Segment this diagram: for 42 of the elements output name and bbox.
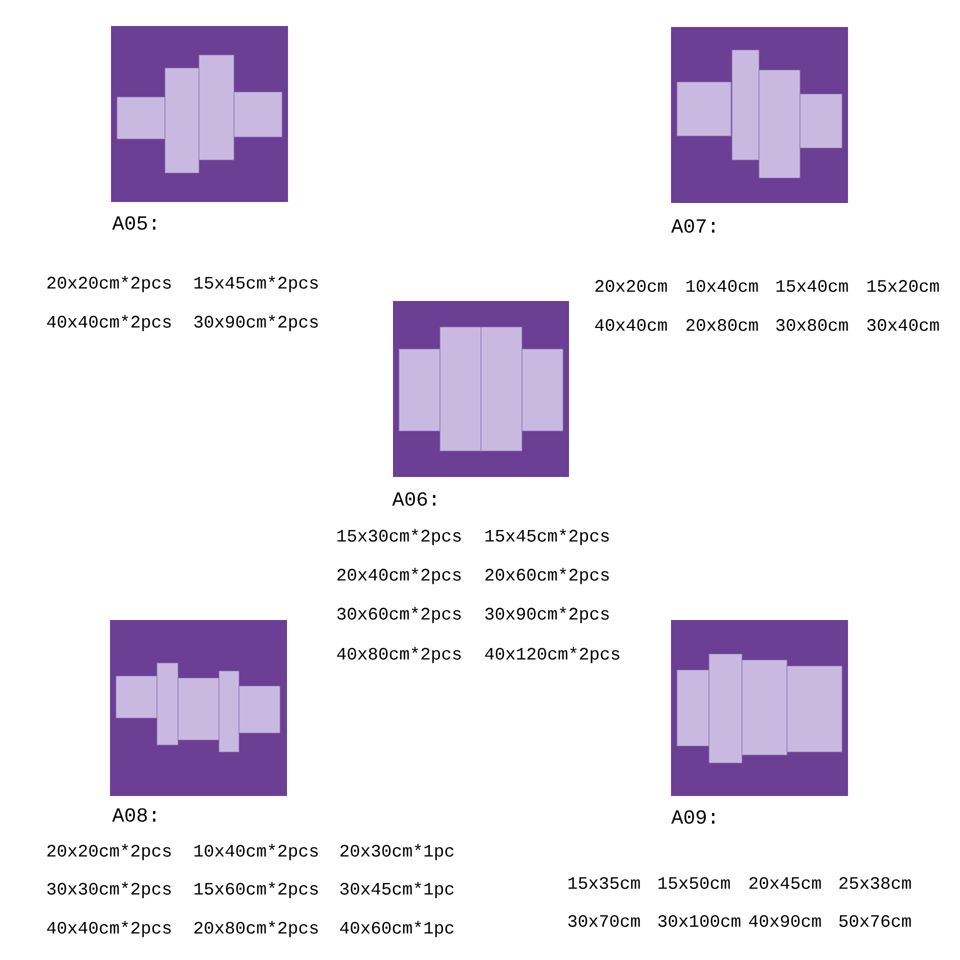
size-label: 15x40cm [776,280,848,292]
size-label: 30x90cm*2pcs [485,606,609,624]
size-label: 30x90cm*2pcs [194,314,318,332]
size-label: 40x40cm*2pcs [47,314,171,332]
model-label: A09: [671,810,714,824]
model-label: A05: [112,216,156,230]
size-label: 20x20cm [595,280,667,292]
size-label: 15x30cm*2pcs [337,528,461,546]
size-label: 15x20cm [867,280,939,292]
size-label: 25x38cm [839,877,911,889]
size-label: 20x60cm*2pcs [485,568,609,584]
size-label: 30x80cm [776,319,848,331]
size-label: 20x45cm [749,877,821,889]
size-label: 40x40cm [595,319,667,331]
size-label: 20x80cm*2pcs [194,920,318,938]
model-label: A08: [112,808,156,822]
size-label: 40x90cm [749,915,821,927]
size-label: 20x30cm*1pc [340,844,454,860]
size-label: 30x70cm [568,915,640,927]
model-label: A07: [671,219,714,233]
size-label: 10x40cm*2pcs [194,844,318,860]
size-label: 30x30cm*2pcs [47,882,171,898]
size-label: 15x45cm*2pcs [485,528,609,546]
size-label: 40x60cm*1pc [340,920,454,938]
size-label: 50x76cm [839,915,911,927]
size-label: 20x40cm*2pcs [337,568,461,584]
model-label: A06: [392,492,436,506]
size-label: 20x20cm*2pcs [47,844,171,860]
size-label: 15x50cm [658,877,730,889]
size-label: 20x80cm [686,319,758,331]
size-label: 15x45cm*2pcs [194,276,318,292]
size-label: 40x120cm*2pcs [485,646,620,664]
size-label: 10x40cm [686,280,758,292]
size-label: 30x60cm*2pcs [337,606,461,624]
size-label: 15x35cm [568,877,640,889]
size-label: 30x40cm [867,319,939,331]
size-label: 30x45cm*1pc [340,882,454,898]
size-label: 30x100cm [658,915,740,927]
size-label: 40x40cm*2pcs [47,920,171,938]
size-label: 40x80cm*2pcs [337,646,461,664]
size-label: 15x60cm*2pcs [194,882,318,898]
size-label: 20x20cm*2pcs [47,276,171,292]
